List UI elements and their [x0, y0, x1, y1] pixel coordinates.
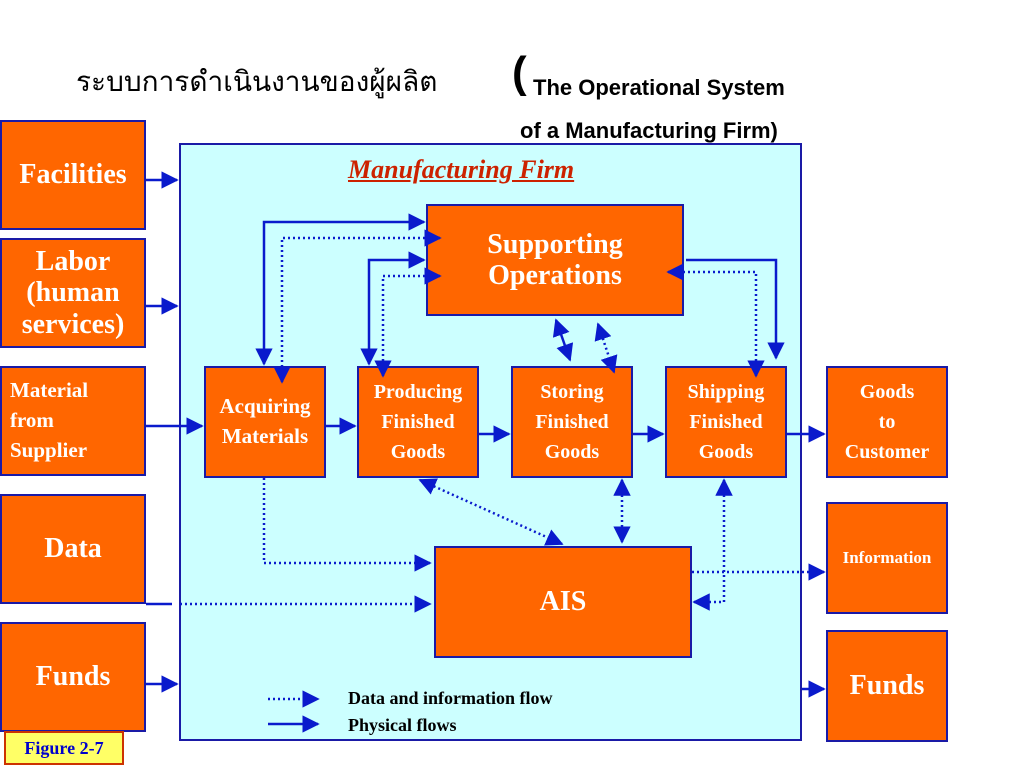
storing-finished-goods: Storing Finished Goods	[511, 366, 633, 478]
input-labor: Labor (human services)	[0, 238, 146, 348]
title-english-line2: of a Manufacturing Firm)	[520, 118, 778, 143]
figure-label: Figure 2-7	[4, 731, 124, 765]
input-funds: Funds	[0, 622, 146, 732]
title-thai: ระบบการดำเนินงานของผู้ผลิต	[76, 65, 438, 98]
input-data: Data	[0, 494, 146, 604]
legend-data-flow-label: Data and information flow	[348, 688, 553, 708]
supporting-operations: Supporting Operations	[426, 204, 684, 316]
input-facilities: Facilities	[0, 120, 146, 230]
output-funds: Funds	[826, 630, 948, 742]
acquiring-materials: Acquiring Materials	[204, 366, 326, 478]
firm-label: Manufacturing Firm	[348, 155, 575, 184]
ais-box: AIS	[434, 546, 692, 658]
input-material: Material from Supplier	[0, 366, 146, 476]
producing-finished-goods: Producing Finished Goods	[357, 366, 479, 478]
shipping-finished-goods: Shipping Finished Goods	[665, 366, 787, 478]
output-goods-to-customer: Goods to Customer	[826, 366, 948, 478]
output-information: Information	[826, 502, 948, 614]
legend-physical-flow-label: Physical flows	[348, 715, 457, 735]
title-open-paren: (	[512, 48, 527, 97]
title-english-line1: The Operational System	[533, 75, 785, 100]
